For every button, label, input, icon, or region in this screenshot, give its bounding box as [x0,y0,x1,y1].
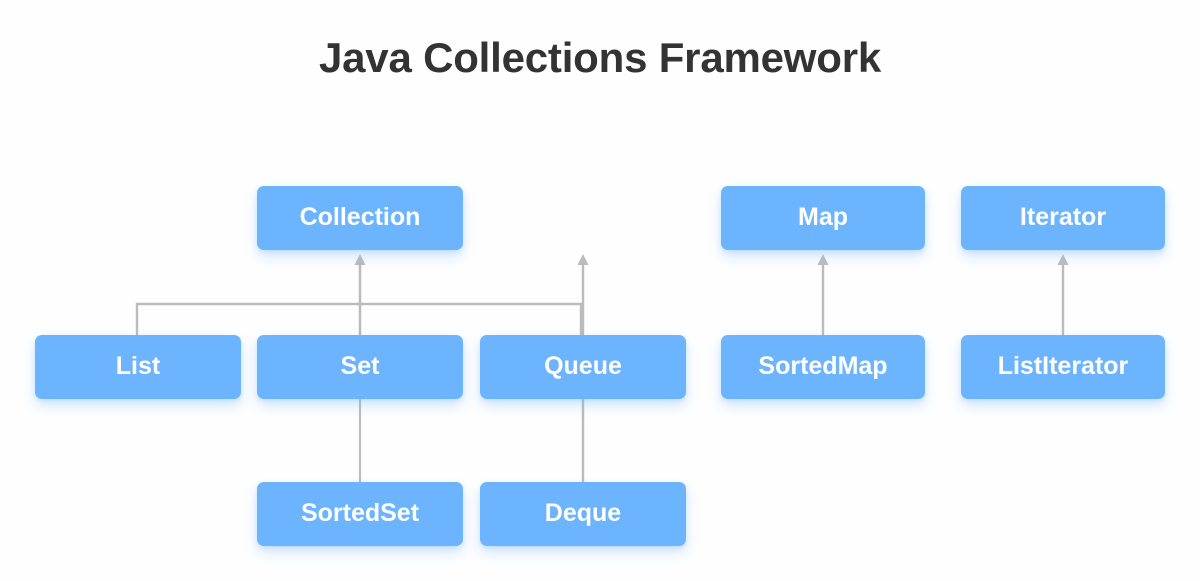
node-map[interactable]: Map [721,186,925,250]
node-label: SortedMap [758,351,888,380]
node-label: Set [340,351,380,380]
node-label: Iterator [1019,202,1107,231]
node-collection[interactable]: Collection [257,186,463,250]
node-sortedmap[interactable]: SortedMap [721,335,925,399]
node-deque[interactable]: Deque [480,482,686,546]
node-label: List [115,351,161,380]
node-label: Map [798,202,848,231]
node-queue[interactable]: Queue [480,335,686,399]
node-label: Collection [299,202,421,231]
page-title: Java Collections Framework [318,34,882,81]
node-iterator[interactable]: Iterator [961,186,1165,250]
node-label: Deque [544,498,622,527]
node-label: SortedSet [300,498,420,527]
node-list[interactable]: List [35,335,241,399]
node-label: Queue [544,351,622,380]
node-sortedset[interactable]: SortedSet [257,482,463,546]
edge-collection-bus [135,254,583,336]
node-set[interactable]: Set [257,335,463,399]
node-listiterator[interactable]: ListIterator [961,335,1165,399]
node-label: ListIterator [997,351,1129,380]
